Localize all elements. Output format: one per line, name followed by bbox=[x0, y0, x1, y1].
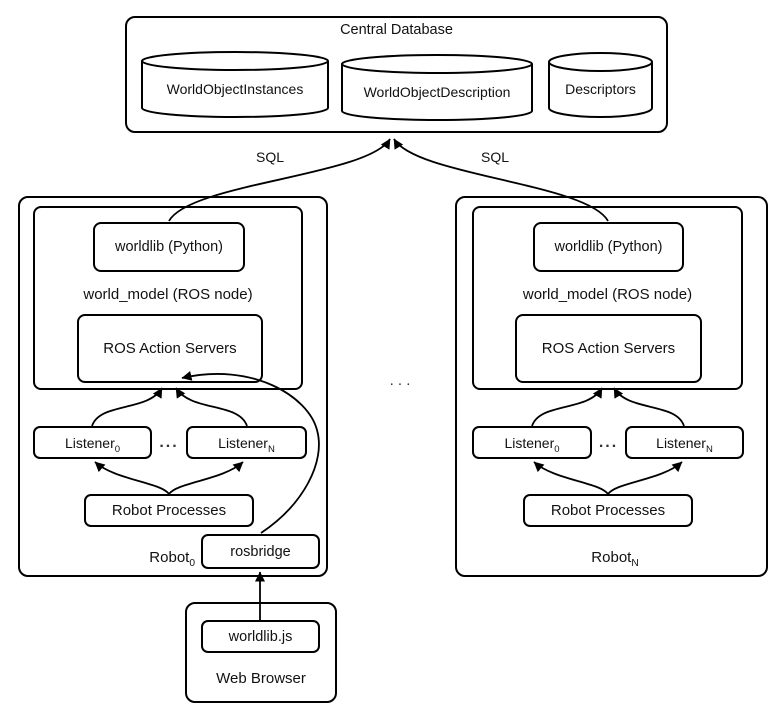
web-browser-box bbox=[185, 602, 337, 703]
web-browser-label: Web Browser bbox=[216, 669, 306, 687]
worldlib-python-label-left: worldlib (Python) bbox=[115, 239, 223, 255]
rosbridge-box: rosbridge bbox=[201, 534, 320, 569]
robots-ellipsis: . . . bbox=[389, 371, 411, 389]
world-model-node-label-left: world_model (ROS node) bbox=[83, 285, 253, 303]
listener-n-label-right: ListenerN bbox=[656, 434, 713, 455]
rosbridge-label: rosbridge bbox=[230, 543, 291, 560]
robot-processes-label-left: Robot Processes bbox=[111, 502, 227, 519]
listener-0-label-right: Listener0 bbox=[504, 434, 560, 455]
listener-0-label-left: Listener0 bbox=[64, 434, 121, 455]
sql-label-left: SQL bbox=[255, 149, 284, 165]
robot-processes-label-right: Robot Processes bbox=[550, 502, 666, 519]
worldlib-python-box-right: worldlib (Python) bbox=[533, 222, 684, 272]
table-world-object-description: WorldObjectDescription bbox=[363, 84, 511, 100]
worldlib-python-box-left: worldlib (Python) bbox=[93, 222, 245, 272]
worldlib-js-label: worldlib.js bbox=[228, 628, 293, 645]
robot-processes-box-left: Robot Processes bbox=[84, 494, 254, 527]
listener-n-label-left: ListenerN bbox=[218, 434, 275, 455]
listener-0-box-left: Listener0 bbox=[33, 426, 152, 459]
robot-n-label: RobotN bbox=[591, 548, 639, 569]
listener-ellipsis-left: ... bbox=[159, 434, 179, 451]
central-database-title: Central Database bbox=[340, 22, 453, 38]
world-model-node-box-left bbox=[33, 206, 303, 390]
robot-0-label: Robot0 bbox=[149, 548, 195, 569]
listener-ellipsis-right: ... bbox=[598, 434, 619, 451]
ros-action-servers-box-left: ROS Action Servers bbox=[77, 314, 263, 383]
robot-n-box bbox=[455, 196, 768, 577]
listener-n-box-left: ListenerN bbox=[186, 426, 307, 459]
listener-n-box-right: ListenerN bbox=[625, 426, 744, 459]
worldlib-python-label-right: worldlib (Python) bbox=[554, 239, 663, 255]
central-database-box bbox=[125, 16, 668, 133]
ros-action-servers-box-right: ROS Action Servers bbox=[515, 314, 702, 383]
robot-processes-box-right: Robot Processes bbox=[523, 494, 693, 527]
worldlib-js-box: worldlib.js bbox=[201, 620, 320, 653]
table-descriptors: Descriptors bbox=[565, 81, 636, 97]
listener-0-box-right: Listener0 bbox=[472, 426, 592, 459]
ros-action-servers-label-left: ROS Action Servers bbox=[103, 340, 237, 357]
world-model-node-label-right: world_model (ROS node) bbox=[522, 285, 693, 303]
ros-action-servers-label-right: ROS Action Servers bbox=[541, 340, 676, 357]
sql-label-right: SQL bbox=[480, 149, 509, 165]
table-world-object-instances: WorldObjectInstances bbox=[166, 81, 304, 97]
